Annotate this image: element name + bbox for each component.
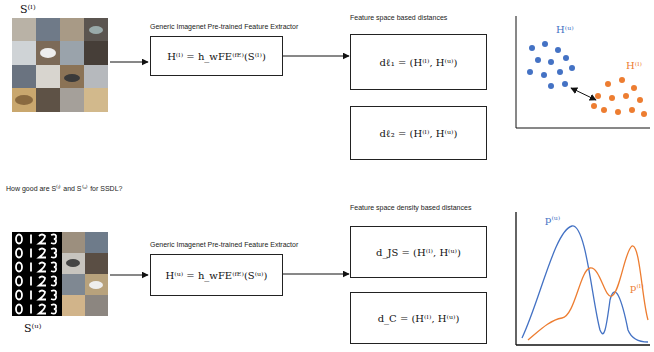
set-label: S⁽ᵘ⁾ — [24, 322, 41, 335]
scatter-plot — [516, 16, 650, 128]
set-label: S⁽ˡ⁾ — [20, 3, 36, 16]
formula: dℓ₂ = (H⁽ˡ⁾, H⁽ᵘ⁾) — [380, 128, 458, 139]
distance-box: d_JS = (H⁽ˡ⁾, H⁽ᵘ⁾) — [350, 226, 487, 278]
stage-heading: Generic Imagenet Pre-trained Feature Ext… — [150, 241, 298, 248]
stage-heading: Feature space density based distances — [350, 204, 471, 211]
connector-arrow — [283, 274, 349, 275]
distance-box: dℓ₁ = (H⁽ˡ⁾, H⁽ᵘ⁾) — [350, 34, 487, 90]
density-label: p⁽ᵘ⁾ — [545, 214, 560, 225]
cluster-label: H⁽ᵘ⁾ — [556, 24, 574, 35]
distance-box: dℓ₂ = (H⁽ˡ⁾, H⁽ᵘ⁾) — [350, 106, 487, 160]
stage-heading: Generic Imagenet Pre-trained Feature Ext… — [150, 23, 298, 30]
formula: d_JS = (H⁽ˡ⁾, H⁽ᵘ⁾) — [376, 247, 461, 258]
unlabeled-image-grid — [12, 232, 108, 316]
cluster-label: H⁽ˡ⁾ — [626, 60, 642, 71]
distance-box: d_C = (H⁽ˡ⁾, H⁽ᵘ⁾) — [350, 292, 487, 344]
density-label: p⁽ˡ⁾ — [630, 282, 644, 293]
input-arrow — [110, 62, 148, 63]
feature-extractor-box: H⁽ᵘ⁾ = h_wFE⁽ᶠᴱ⁾(S⁽ᵘ⁾) — [150, 254, 283, 296]
formula: H⁽ᵘ⁾ = h_wFE⁽ᶠᴱ⁾(S⁽ᵘ⁾) — [166, 270, 268, 281]
formula: H⁽ˡ⁾ = h_wFE⁽ᶠᴱ⁾(S⁽ˡ⁾) — [167, 51, 266, 62]
stage-heading: Feature space based distances — [350, 14, 447, 21]
feature-extractor-box: H⁽ˡ⁾ = h_wFE⁽ᶠᴱ⁾(S⁽ˡ⁾) — [150, 36, 283, 76]
density-plot — [516, 212, 650, 345]
formula: dℓ₁ = (H⁽ˡ⁾, H⁽ᵘ⁾) — [380, 57, 458, 68]
formula: d_C = (H⁽ˡ⁾, H⁽ᵘ⁾) — [378, 313, 460, 324]
labeled-image-grid — [12, 18, 108, 112]
connector-arrow — [283, 56, 349, 57]
question-note: How good are S⁽ˡ⁾ and S⁽ᵘ⁾ for SSDL? — [6, 184, 122, 193]
input-arrow — [110, 275, 148, 276]
